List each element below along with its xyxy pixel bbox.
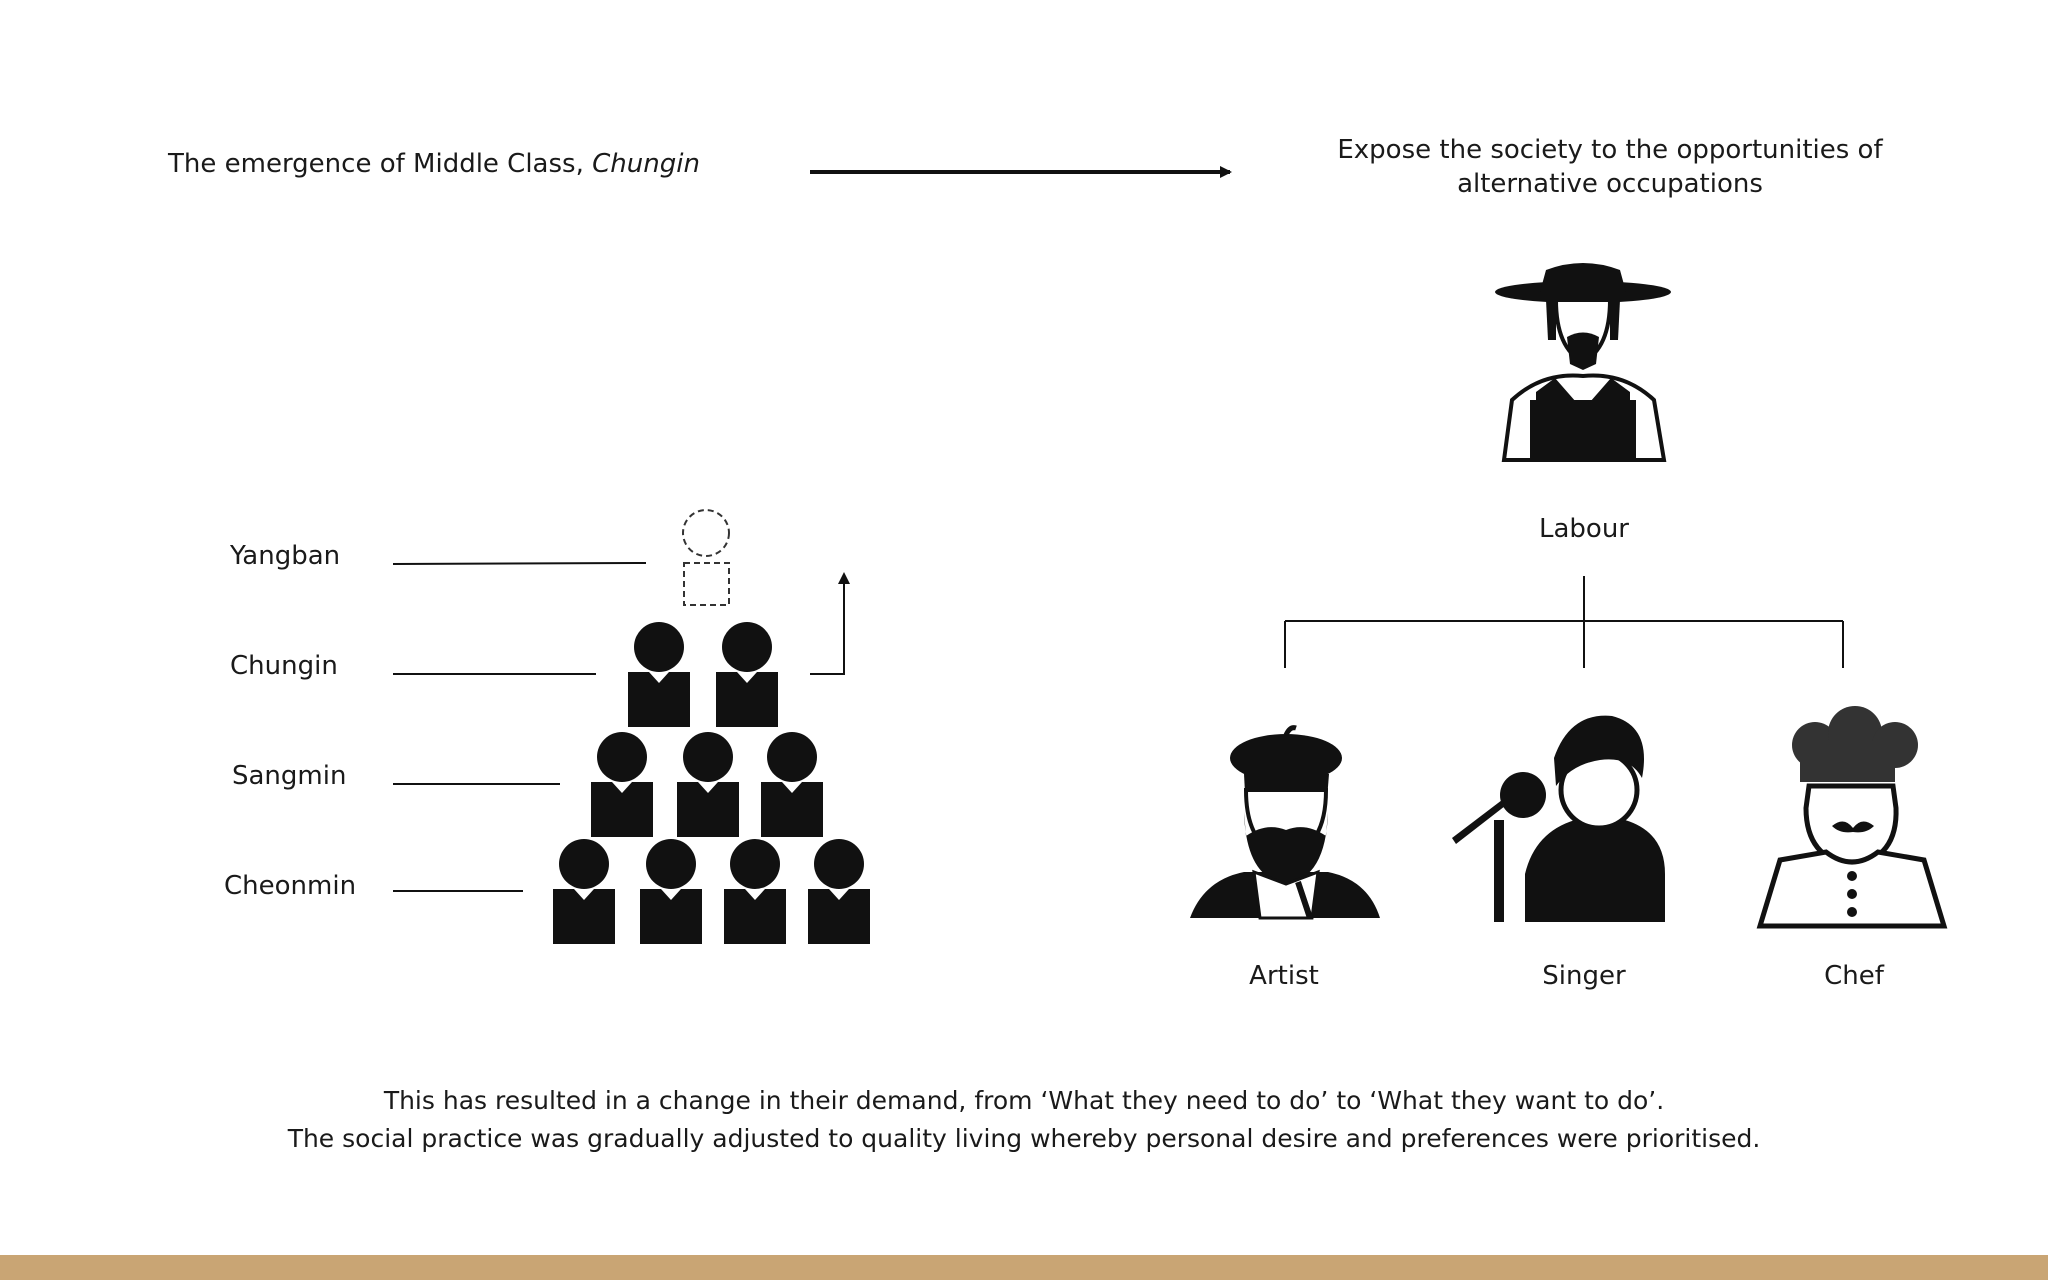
alternative-occupations-text: Expose the society to the opportunities … xyxy=(1290,134,1930,202)
conclusion-line2: The social practice was gradually adjust… xyxy=(287,1124,1761,1153)
middle-class-emergence-text: The emergence of Middle Class, Chungin xyxy=(168,148,700,182)
class-label-cheonmin: Cheonmin xyxy=(224,871,357,901)
pyramid-cheonmin-row xyxy=(553,839,870,944)
alternative-occupations-line2: alternative occupations xyxy=(1457,168,1763,199)
bottom-accent-bar xyxy=(0,1255,2048,1280)
labour-farmer-icon xyxy=(1495,263,1671,462)
artist-label: Artist xyxy=(1249,961,1319,991)
alternative-occupations-line1: Expose the society to the opportunities … xyxy=(1337,135,1883,165)
singer-label: Singer xyxy=(1542,961,1626,991)
singer-icon xyxy=(1452,715,1665,922)
class-label-sangmin: Sangmin xyxy=(232,761,347,791)
upward-mobility-arrow xyxy=(810,572,850,675)
yangban-placeholder-icon xyxy=(682,509,730,606)
chef-label: Chef xyxy=(1824,961,1884,991)
conclusion-text: This has resulted in a change in their d… xyxy=(74,1082,1974,1158)
occupation-tree-lines xyxy=(1284,576,1844,668)
pyramid-sangmin-row xyxy=(591,732,823,837)
class-label-yangban: Yangban xyxy=(230,541,341,571)
conclusion-line1: This has resulted in a change in their d… xyxy=(383,1086,1665,1115)
class-label-chungin: Chungin xyxy=(230,651,338,681)
artist-icon xyxy=(1190,725,1380,920)
labour-label: Labour xyxy=(1539,514,1629,544)
chungin-italic: Chungin xyxy=(592,149,700,179)
chef-icon xyxy=(1756,706,1948,929)
middle-class-prefix: The emergence of Middle Class, xyxy=(168,149,593,179)
pyramid-chungin-row xyxy=(628,622,778,727)
leader-line-yangban xyxy=(392,562,647,565)
